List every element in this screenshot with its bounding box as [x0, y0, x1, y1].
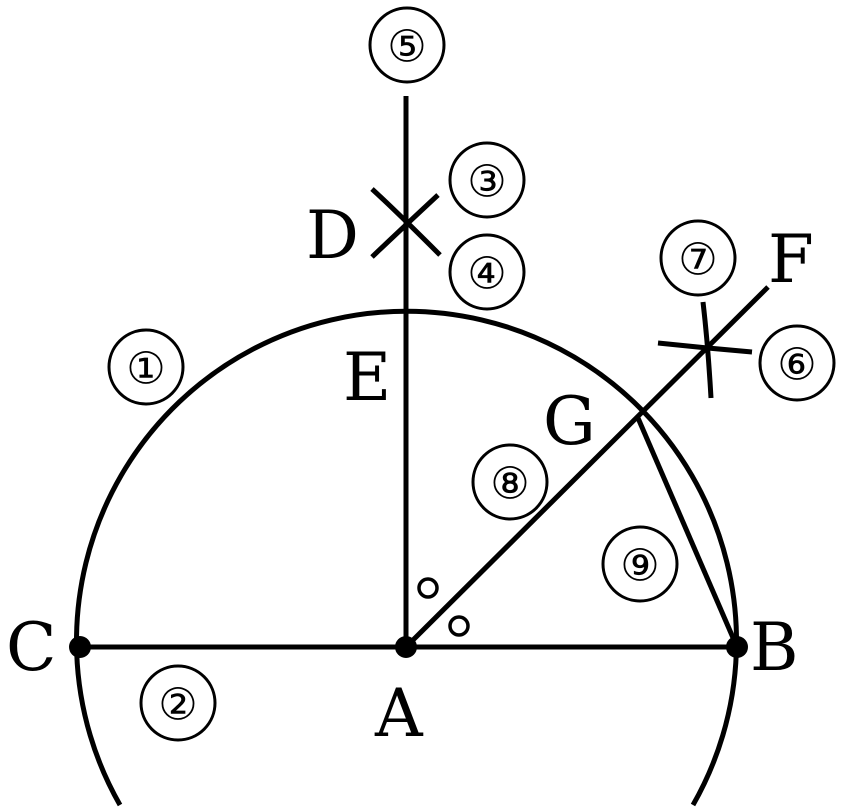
step-4-text: ④ [467, 249, 506, 300]
step-2-badge: ② [139, 664, 217, 742]
step-6-text: ⑥ [777, 340, 816, 391]
arc-mark-6 [657, 340, 753, 355]
step-1-text: ① [126, 344, 165, 395]
step-8-text: ⑧ [490, 459, 529, 510]
step-2-text: ② [158, 680, 197, 731]
arc-mark-4 [370, 187, 442, 257]
angle-mark-lower [448, 615, 470, 637]
step-3-badge: ③ [448, 141, 526, 219]
step-7-badge: ⑦ [659, 219, 737, 297]
step-7-text: ⑦ [678, 235, 717, 286]
label-E: E [343, 339, 391, 416]
label-B: B [750, 609, 799, 686]
step-5-badge: ⑤ [368, 6, 446, 84]
chord-GB [635, 417, 740, 648]
point-C-dot [69, 636, 91, 658]
arc-mark-3 [370, 193, 440, 259]
step-9-badge: ⑨ [601, 525, 679, 603]
label-A: A [374, 675, 424, 752]
step-9-text: ⑨ [620, 541, 659, 592]
point-B-dot [726, 636, 748, 658]
point-A-dot [395, 636, 417, 658]
label-D: D [306, 197, 359, 274]
label-F: F [768, 221, 814, 298]
step-8-badge: ⑧ [471, 443, 549, 521]
step-3-text: ③ [467, 157, 506, 208]
step-4-badge: ④ [448, 233, 526, 311]
step-6-badge: ⑥ [758, 324, 836, 402]
angle-mark-upper [417, 577, 439, 599]
step-5-text: ⑤ [387, 22, 426, 73]
arc-mark-7 [700, 301, 714, 399]
step-1-badge: ① [107, 328, 185, 406]
label-C: C [6, 609, 57, 686]
label-G: G [543, 383, 596, 460]
